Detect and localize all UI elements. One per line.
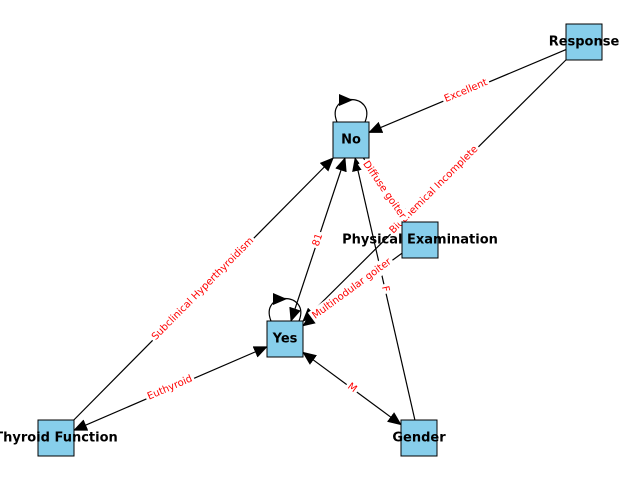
- edge-label-group: M: [342, 378, 362, 398]
- node-label: Yes: [272, 332, 298, 347]
- edge-label: 81: [311, 232, 325, 248]
- node-label: Physical Examination: [342, 233, 498, 248]
- edge-label-group: 81: [308, 229, 328, 251]
- node-box: [400, 419, 438, 457]
- edge-label-group: Excellent: [440, 74, 492, 108]
- edge-label-background: [307, 254, 397, 324]
- edge-label-group: Subclinical Hyperthyroidism: [147, 232, 259, 346]
- edge-label: F: [379, 285, 391, 293]
- node-label: Gender: [392, 431, 446, 446]
- node-box: [565, 23, 603, 61]
- node-box: [332, 121, 370, 159]
- edge-label-group: Euthyroid: [143, 371, 197, 405]
- edge-label-background: [308, 229, 328, 251]
- node-label: Response: [549, 35, 620, 50]
- node-yes[interactable]: Yes: [266, 320, 304, 358]
- self-loop-arrow-no: [339, 94, 353, 106]
- node-box: [401, 221, 439, 259]
- node-response[interactable]: Response: [549, 23, 620, 61]
- edge-label-background: [342, 378, 362, 398]
- edge-label-group: F: [377, 282, 393, 296]
- edge-label-group: Diffuse goiter: [357, 156, 411, 224]
- edge-label-background: [377, 282, 393, 296]
- edge-label-background: [147, 232, 259, 346]
- edge-label-background: [385, 141, 483, 239]
- node-gender[interactable]: Gender: [392, 419, 446, 457]
- node-box: [37, 419, 75, 457]
- node-label: Thyroid Function: [0, 431, 118, 446]
- edge-label-background: [440, 74, 492, 108]
- node-physical[interactable]: Physical Examination: [342, 221, 498, 259]
- edge-label: Subclinical Hyperthyroidism: [150, 235, 256, 342]
- node-no[interactable]: No: [332, 121, 370, 159]
- node-box: [266, 320, 304, 358]
- self-loop-arrow-yes: [273, 293, 287, 305]
- node-label: No: [341, 133, 361, 148]
- edge-label-background: [143, 371, 197, 405]
- node-thyroid[interactable]: Thyroid Function: [0, 419, 118, 457]
- edge-label-background: [357, 156, 411, 224]
